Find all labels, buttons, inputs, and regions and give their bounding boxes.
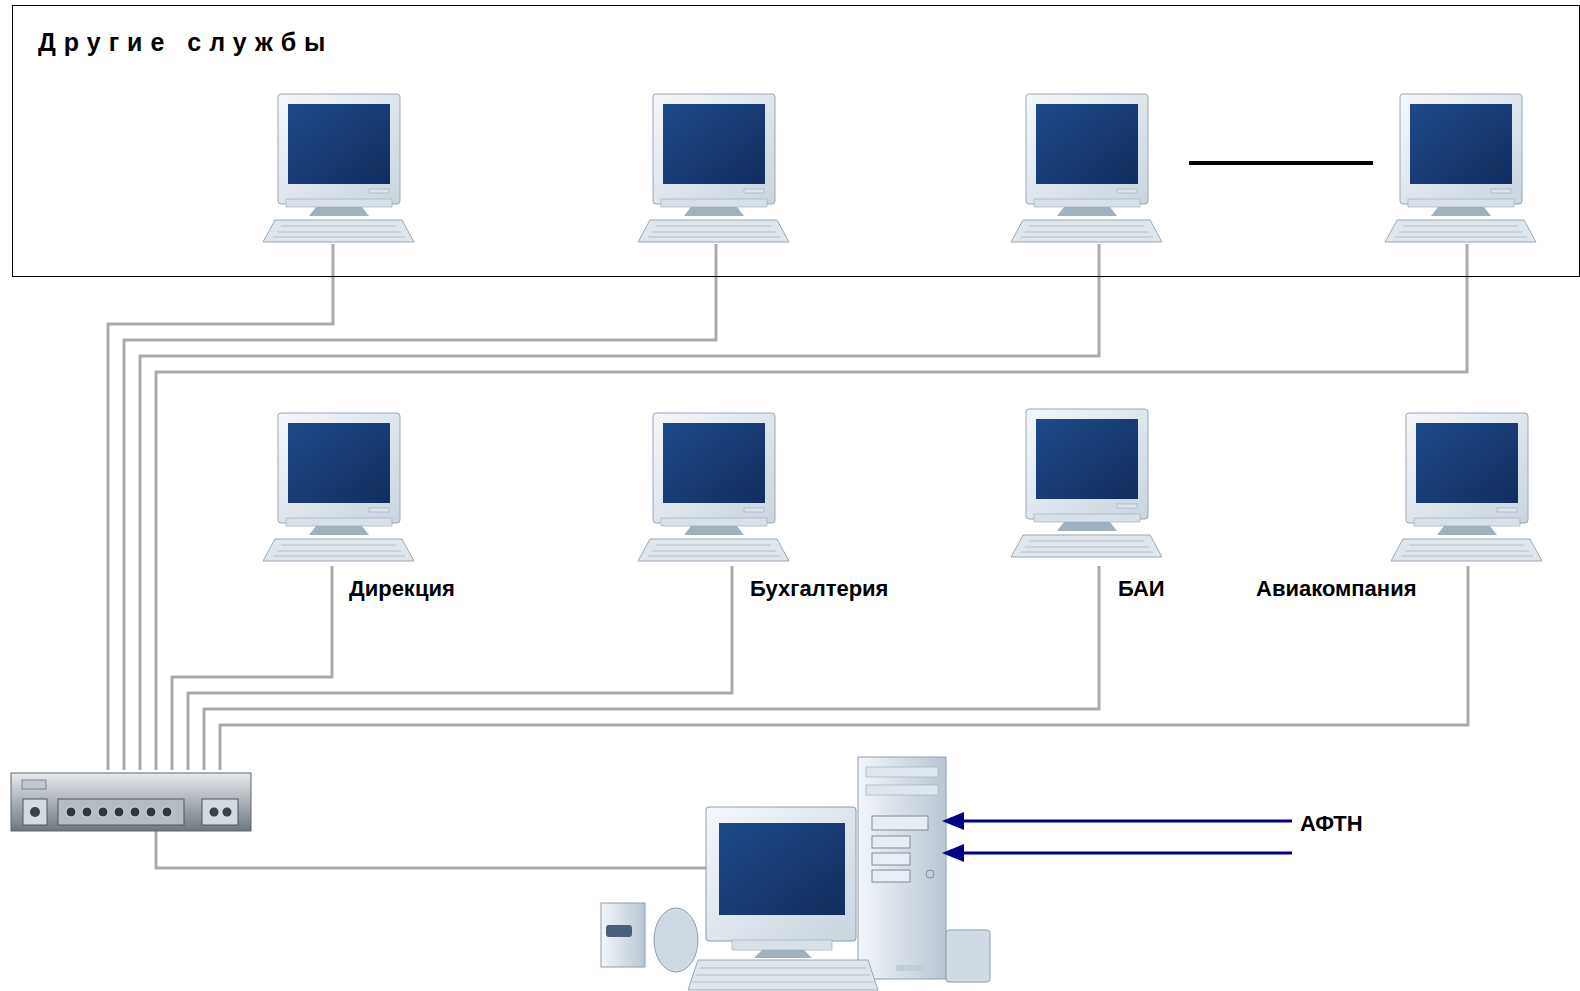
network-hub	[11, 773, 251, 831]
workstation-name: Дирекция	[345, 574, 459, 604]
ellipsis-line	[1189, 161, 1373, 165]
workstation-label: БАИ	[1114, 574, 1169, 604]
workstation-name: БАИ	[1114, 574, 1169, 604]
group-title: Другие службы	[38, 28, 333, 57]
workstation-label: Авиакомпания	[1252, 574, 1421, 604]
network-label: АФТН	[1296, 809, 1367, 839]
aftn-arrow	[942, 812, 1292, 862]
workstation-label: Дирекция	[345, 574, 459, 604]
server-workstation	[601, 757, 990, 990]
workstation-label: Бухгалтерия	[746, 574, 893, 604]
workstation-name: Бухгалтерия	[746, 574, 893, 604]
workstation-name: Авиакомпания	[1252, 574, 1421, 604]
network-cable	[108, 244, 1468, 868]
services-frame: Другие службы	[12, 5, 1580, 277]
